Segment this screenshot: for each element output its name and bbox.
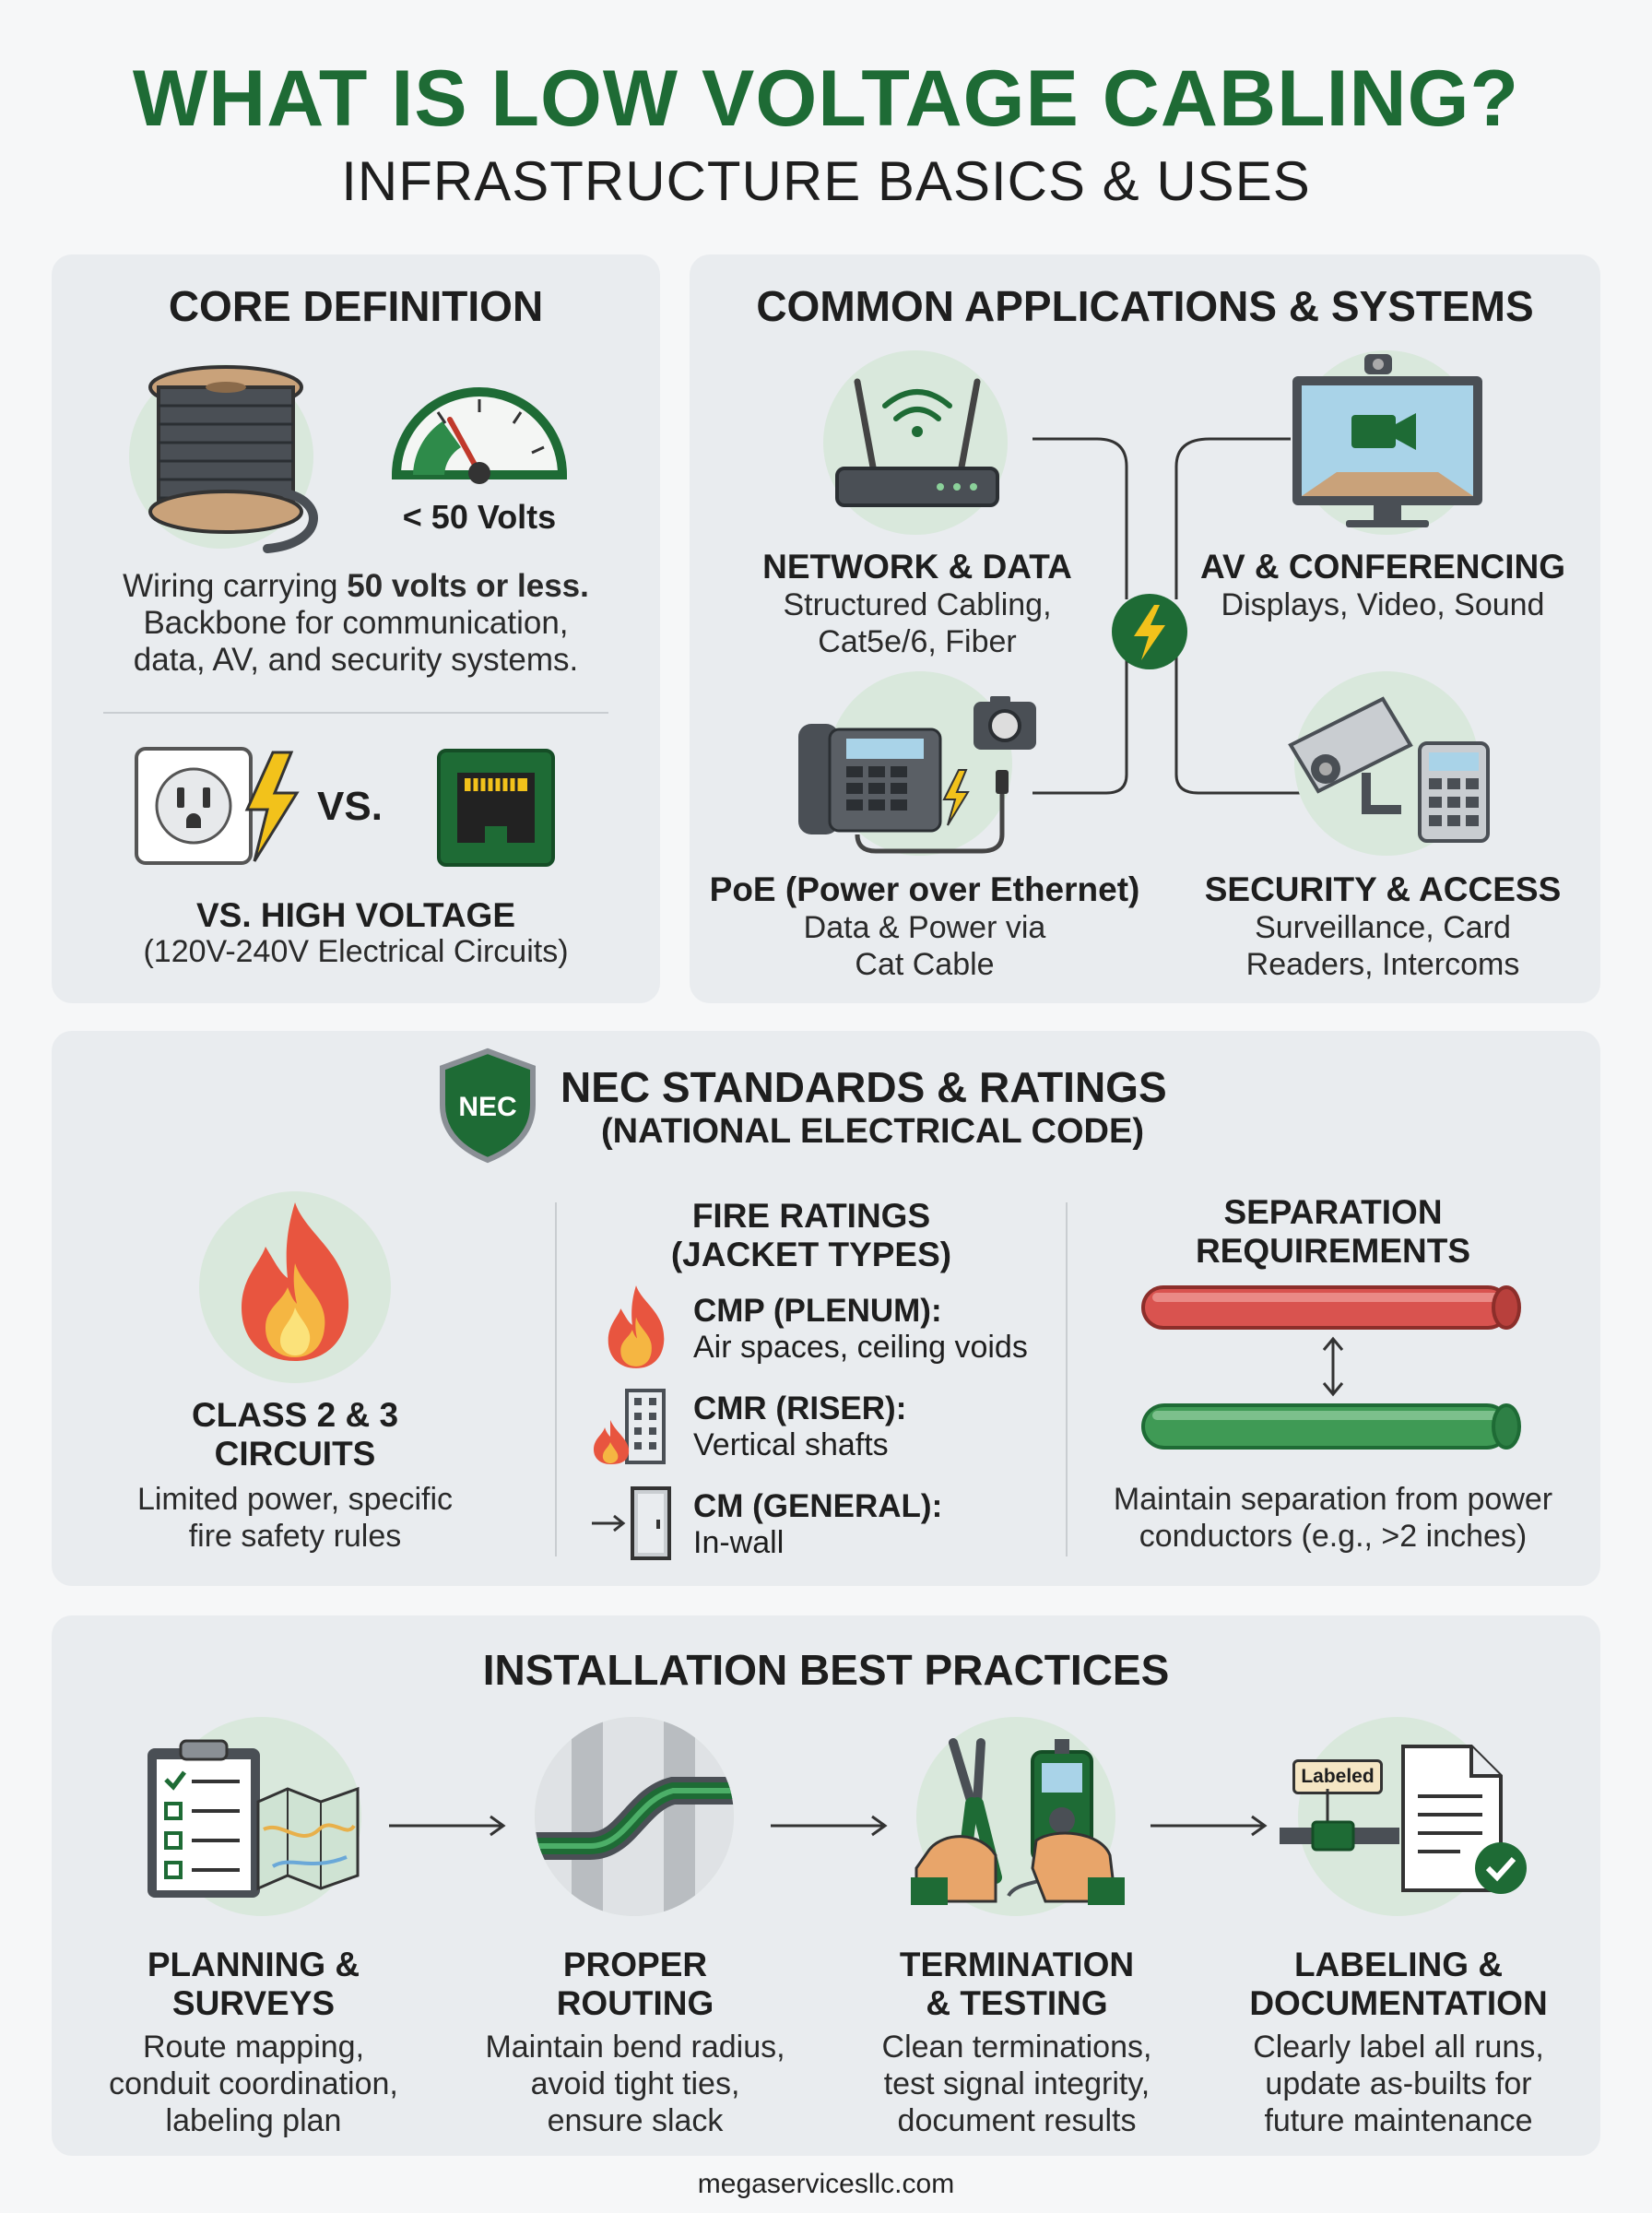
separation-desc-line2: conductors (e.g., >2 inches): [1139, 1519, 1528, 1554]
cmr-title: CMR (RISER):: [693, 1391, 907, 1426]
core-divider: [103, 712, 608, 714]
poe-line2: Cat Cable: [855, 947, 995, 982]
high-voltage-subtitle: (120V-240V Electrical Circuits): [143, 934, 569, 969]
core-desc-line2: Backbone for communication,: [143, 605, 569, 641]
gauge-label: < 50 Volts: [402, 498, 557, 536]
cable-separation-diagram: [1141, 1285, 1521, 1450]
cm-desc: In-wall: [693, 1525, 785, 1560]
cable-routing-icon: [535, 1717, 734, 1916]
poe-title: PoE (Power over Ethernet): [709, 870, 1140, 908]
cmr-desc: Vertical shafts: [693, 1427, 889, 1462]
clipboard-map-icon: [148, 1739, 360, 1898]
routing-desc1: Maintain bend radius,: [485, 2030, 785, 2065]
routing-title2: ROUTING: [556, 1984, 714, 2022]
conference-display-icon: [1292, 354, 1482, 527]
footer-website-link[interactable]: megaservicesllc.com: [697, 2169, 955, 2199]
nec-shield-icon: NEC: [440, 1047, 536, 1164]
class-desc-line2: fire safety rules: [188, 1519, 402, 1554]
termination-desc1: Clean terminations,: [881, 2030, 1152, 2065]
class-title-line1: CLASS 2 & 3: [191, 1396, 399, 1434]
step-arrow-1: [389, 1815, 506, 1837]
fire-icon: [242, 1202, 349, 1361]
security-title: SECURITY & ACCESS: [1204, 870, 1562, 908]
fire-ratings-heading1: FIRE RATINGS: [691, 1197, 931, 1235]
class-title-line2: CIRCUITS: [214, 1435, 376, 1473]
core-description: Wiring carrying 50 volts or less. Backbo…: [52, 568, 660, 679]
nec-badge-text: NEC: [458, 1092, 516, 1122]
cmp-title: CMP (PLENUM):: [693, 1293, 942, 1329]
power-outlet-icon: [135, 747, 300, 865]
termination-title2: & TESTING: [926, 1984, 1108, 2022]
cmp-flame-icon: [608, 1285, 665, 1368]
poe-line1: Data & Power via: [803, 910, 1046, 945]
labeled-tag: Labeled: [1292, 1759, 1383, 1794]
separation-heading2: REQUIREMENTS: [1195, 1232, 1471, 1270]
cm-door-icon: [592, 1486, 671, 1560]
core-desc-line3: data, AV, and security systems.: [133, 642, 579, 678]
core-definition-heading: CORE DEFINITION: [168, 282, 544, 330]
vs-label: VS.: [317, 784, 383, 829]
nec-subheading: (NATIONAL ELECTRICAL CODE): [601, 1112, 1144, 1151]
security-line1: Surveillance, Card: [1255, 910, 1511, 945]
labeling-title2: DOCUMENTATION: [1249, 1984, 1548, 2022]
cable-spool-icon: [148, 365, 318, 553]
cmr-building-icon: [594, 1389, 666, 1464]
ethernet-port-icon: [437, 749, 555, 867]
planning-desc2: conduit coordination,: [109, 2066, 398, 2101]
applications-connectors: [1032, 437, 1309, 795]
step-arrow-3: [1150, 1815, 1268, 1837]
av-line1: Displays, Video, Sound: [1221, 587, 1545, 622]
core-desc-bold: 50 volts or less.: [347, 568, 589, 604]
page-title: WHAT IS LOW VOLTAGE CABLING?: [132, 54, 1520, 143]
network-line2: Cat5e/6, Fiber: [818, 624, 1017, 659]
planning-desc1: Route mapping,: [142, 2030, 365, 2065]
routing-title1: PROPER: [562, 1946, 708, 1983]
voltage-gauge-icon: [391, 387, 568, 484]
core-desc-lead: Wiring carrying: [123, 568, 348, 604]
separation-heading1: SEPARATION: [1223, 1193, 1443, 1231]
step-arrow-2: [771, 1815, 888, 1837]
termination-desc3: document results: [897, 2103, 1137, 2138]
termination-desc2: test signal integrity,: [883, 2066, 1150, 2101]
cm-title: CM (GENERAL):: [693, 1488, 943, 1524]
labeling-desc3: future maintenance: [1264, 2103, 1533, 2138]
lightning-bolt-icon: [1134, 605, 1165, 660]
av-title: AV & CONFERENCING: [1199, 548, 1566, 586]
security-camera-icon: [1288, 696, 1490, 843]
crimp-tester-icon: [911, 1738, 1125, 1905]
fire-ratings-heading2: (JACKET TYPES): [670, 1236, 952, 1273]
security-line2: Readers, Intercoms: [1245, 947, 1520, 982]
nec-divider-left: [555, 1202, 557, 1556]
wifi-router-icon: [835, 378, 999, 507]
termination-title1: TERMINATION: [899, 1946, 1135, 1983]
labeling-title1: LABELING &: [1293, 1946, 1504, 1983]
class-desc-line1: Limited power, specific: [136, 1482, 454, 1517]
routing-desc3: ensure slack: [547, 2103, 724, 2138]
network-line1: Structured Cabling,: [783, 587, 1052, 622]
labeled-cable-document-icon: [1280, 1745, 1527, 1894]
applications-heading: COMMON APPLICATIONS & SYSTEMS: [756, 282, 1534, 330]
planning-title2: SURVEYS: [171, 1984, 336, 2022]
nec-divider-right: [1066, 1202, 1068, 1556]
planning-desc3: labeling plan: [165, 2103, 342, 2138]
poe-devices-icon: [798, 696, 1036, 854]
nec-heading: NEC STANDARDS & RATINGS: [560, 1063, 1167, 1111]
labeling-desc1: Clearly label all runs,: [1253, 2030, 1544, 2065]
network-title: NETWORK & DATA: [762, 548, 1072, 586]
high-voltage-title: VS. HIGH VOLTAGE: [195, 896, 516, 934]
planning-title1: PLANNING &: [147, 1946, 360, 1983]
separation-desc-line1: Maintain separation from power: [1113, 1482, 1553, 1517]
installation-heading: INSTALLATION BEST PRACTICES: [482, 1646, 1170, 1694]
labeling-desc2: update as-builts for: [1265, 2066, 1532, 2101]
page-subtitle: INFRASTRUCTURE BASICS & USES: [341, 150, 1311, 212]
routing-desc2: avoid tight ties,: [530, 2066, 740, 2101]
cmp-desc: Air spaces, ceiling voids: [693, 1330, 1028, 1365]
